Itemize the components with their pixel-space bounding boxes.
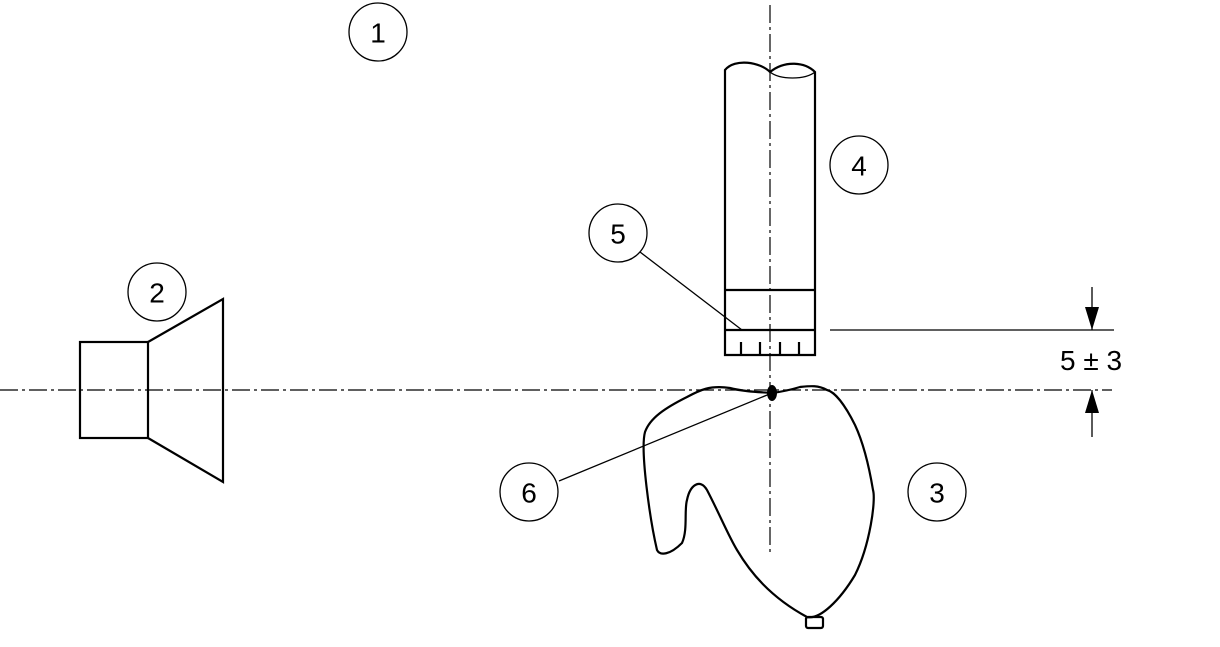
dimension-marker: 5 ± 3 bbox=[830, 287, 1122, 437]
leader-6 bbox=[558, 392, 773, 482]
svg-text:2: 2 bbox=[149, 278, 165, 309]
probe-tube bbox=[723, 61, 817, 357]
svg-text:3: 3 bbox=[929, 478, 945, 509]
speaker-icon bbox=[78, 297, 225, 484]
callout-5: 5 bbox=[588, 203, 648, 263]
svg-text:6: 6 bbox=[521, 478, 537, 509]
callout-1: 1 bbox=[348, 2, 408, 62]
callout-3: 3 bbox=[907, 462, 967, 522]
callout-4: 4 bbox=[829, 135, 889, 195]
leader-5 bbox=[639, 251, 743, 331]
callout-6: 6 bbox=[499, 462, 559, 522]
svg-text:4: 4 bbox=[851, 151, 867, 182]
test-object bbox=[642, 385, 875, 630]
svg-text:5: 5 bbox=[610, 219, 626, 250]
callout-2: 2 bbox=[127, 262, 187, 322]
dimension-label: 5 ± 3 bbox=[1060, 345, 1122, 376]
svg-text:1: 1 bbox=[370, 18, 386, 49]
